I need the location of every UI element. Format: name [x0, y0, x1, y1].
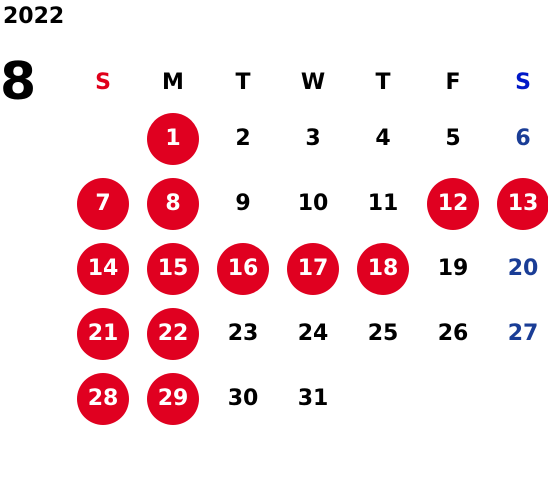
day-number: 12: [427, 177, 479, 230]
day-cell: 24: [278, 301, 348, 366]
day-cell: 28: [68, 366, 138, 431]
day-number: 5: [445, 126, 461, 151]
weekday-header: S M T W T F S: [68, 58, 548, 106]
day-cell: 22: [138, 301, 208, 366]
day-number: 21: [77, 307, 129, 360]
day-cell: 12: [418, 171, 488, 236]
day-number: 6: [515, 126, 531, 151]
day-cell: 8: [138, 171, 208, 236]
day-number: 8: [147, 177, 199, 230]
weekday-saturday: S: [515, 69, 531, 95]
day-number: 23: [227, 321, 259, 346]
day-number: 9: [235, 191, 251, 216]
day-number: 29: [147, 372, 199, 425]
day-cell: [418, 366, 488, 431]
day-number: 1: [147, 112, 199, 165]
day-number: 18: [357, 242, 409, 295]
day-number: 7: [77, 177, 129, 230]
day-number: 22: [147, 307, 199, 360]
day-cell: [348, 366, 418, 431]
weekday-monday: M: [162, 69, 184, 95]
day-cell: 7: [68, 171, 138, 236]
weekday-thursday: T: [375, 69, 391, 95]
day-number: 20: [507, 256, 539, 281]
weekday-wednesday: W: [300, 69, 326, 95]
day-number: 25: [367, 321, 399, 346]
day-number: 13: [497, 177, 548, 230]
day-cell: 30: [208, 366, 278, 431]
day-cell: 25: [348, 301, 418, 366]
week-row: 21 22 23 24 25 26 27: [68, 301, 548, 366]
day-cell: 18: [348, 236, 418, 301]
day-number: 4: [375, 126, 391, 151]
day-cell: [68, 106, 138, 171]
day-cell: 27: [488, 301, 548, 366]
day-cell: 23: [208, 301, 278, 366]
day-cell: 19: [418, 236, 488, 301]
month-number: 8: [0, 52, 37, 112]
day-number: 30: [227, 386, 259, 411]
day-cell: 17: [278, 236, 348, 301]
day-number: 2: [235, 126, 251, 151]
week-row: 14 15 16 17 18 19 20: [68, 236, 548, 301]
year-label: 2022: [3, 4, 65, 29]
day-cell: 9: [208, 171, 278, 236]
week-row: 1 2 3 4 5 6: [68, 106, 548, 171]
day-cell: 1: [138, 106, 208, 171]
day-number: 24: [297, 321, 329, 346]
day-number: 3: [305, 126, 321, 151]
day-cell: 14: [68, 236, 138, 301]
day-cell: 31: [278, 366, 348, 431]
day-number: 31: [297, 386, 329, 411]
day-number: 27: [507, 321, 539, 346]
weekday-friday: F: [445, 69, 461, 95]
day-cell: 13: [488, 171, 548, 236]
day-cell: 5: [418, 106, 488, 171]
week-row: 28 29 30 31: [68, 366, 548, 431]
day-number: 26: [437, 321, 469, 346]
day-cell: 21: [68, 301, 138, 366]
day-number: 11: [367, 191, 399, 216]
day-cell: 10: [278, 171, 348, 236]
day-number: 16: [217, 242, 269, 295]
day-cell: 16: [208, 236, 278, 301]
day-cell: 11: [348, 171, 418, 236]
day-number: 15: [147, 242, 199, 295]
day-cell: 2: [208, 106, 278, 171]
day-number: 19: [437, 256, 469, 281]
day-cell: [488, 366, 548, 431]
day-number: 28: [77, 372, 129, 425]
day-cell: 20: [488, 236, 548, 301]
day-cell: 26: [418, 301, 488, 366]
day-cell: 3: [278, 106, 348, 171]
day-number: 14: [77, 242, 129, 295]
day-number: 10: [297, 191, 329, 216]
day-cell: 29: [138, 366, 208, 431]
day-cell: 4: [348, 106, 418, 171]
day-number: 17: [287, 242, 339, 295]
day-cell: 6: [488, 106, 548, 171]
day-cell: 15: [138, 236, 208, 301]
weekday-sunday: S: [95, 69, 111, 95]
weekday-tuesday: T: [235, 69, 251, 95]
